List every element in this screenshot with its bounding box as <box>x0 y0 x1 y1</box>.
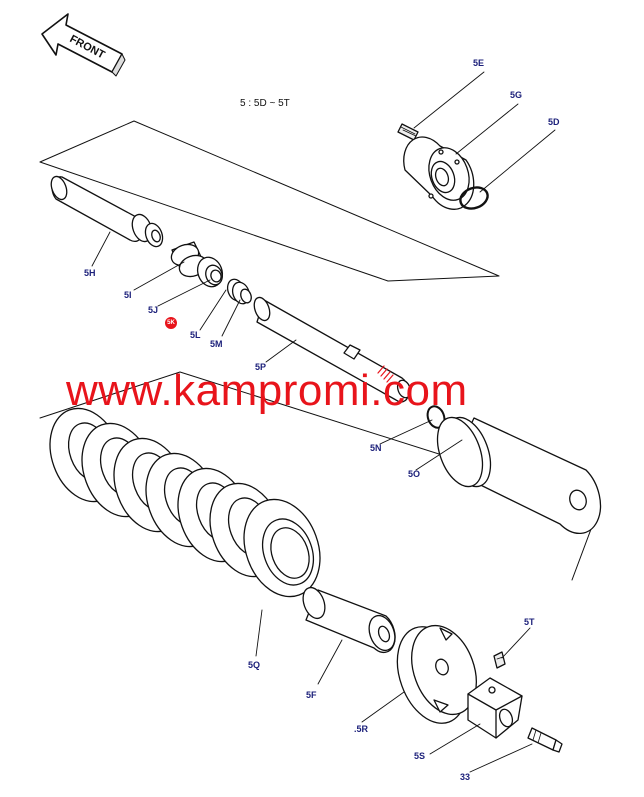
part-5q-spring <box>49 407 321 598</box>
callout-5r: .5R <box>354 724 369 734</box>
part-5r-yoke <box>396 624 477 724</box>
callout-5n: 5N <box>370 443 382 453</box>
callout-5j: 5J <box>148 305 159 315</box>
upper-boundary-bottom <box>39 161 389 282</box>
part-5f-sleeve <box>302 586 396 654</box>
watermark: www.kampromi.com <box>66 366 468 415</box>
range-note: 5 : 5D ~ 5T <box>240 98 290 109</box>
lower-assembly-boundary <box>39 371 601 581</box>
callout-5q: 5Q <box>248 660 261 670</box>
part-5j-ring <box>196 256 224 288</box>
callout-33: 33 <box>460 772 471 782</box>
part-5p-rod <box>253 296 412 403</box>
front-arrow-icon: FRONT <box>41 13 126 77</box>
leader-lines <box>91 71 556 773</box>
part-5o-cylinder <box>436 416 602 534</box>
part-5e-bolt <box>397 123 419 141</box>
callout-5l: 5L <box>190 330 201 340</box>
part-5g-flange <box>403 136 475 210</box>
part-5d-snap-ring <box>459 186 489 210</box>
callout-5s: 5S <box>414 751 426 761</box>
part-33-valve <box>527 727 563 753</box>
part-5l-spring <box>226 278 252 305</box>
callout-5h: 5H <box>84 268 96 278</box>
callout-5t: 5T <box>524 617 535 627</box>
callout-5i: 5I <box>124 290 132 300</box>
callout-5k: 5K <box>165 317 177 329</box>
callout-5m: 5M <box>210 339 223 349</box>
part-5t-fitting <box>493 651 506 669</box>
part-5s-block <box>467 677 523 739</box>
callout-5d: 5D <box>548 117 560 127</box>
upper-assembly-boundary <box>39 120 500 282</box>
callout-5f: 5F <box>306 690 317 700</box>
callout-5g: 5G <box>510 90 523 100</box>
callout-5o: 5O <box>408 469 421 479</box>
range-note-text: : 5D ~ 5T <box>248 98 290 109</box>
callout-5p: 5P <box>255 362 267 372</box>
range-note-number: 5 <box>240 98 246 109</box>
part-5h-cylinder <box>50 175 164 248</box>
callout-5e: 5E <box>473 58 485 68</box>
